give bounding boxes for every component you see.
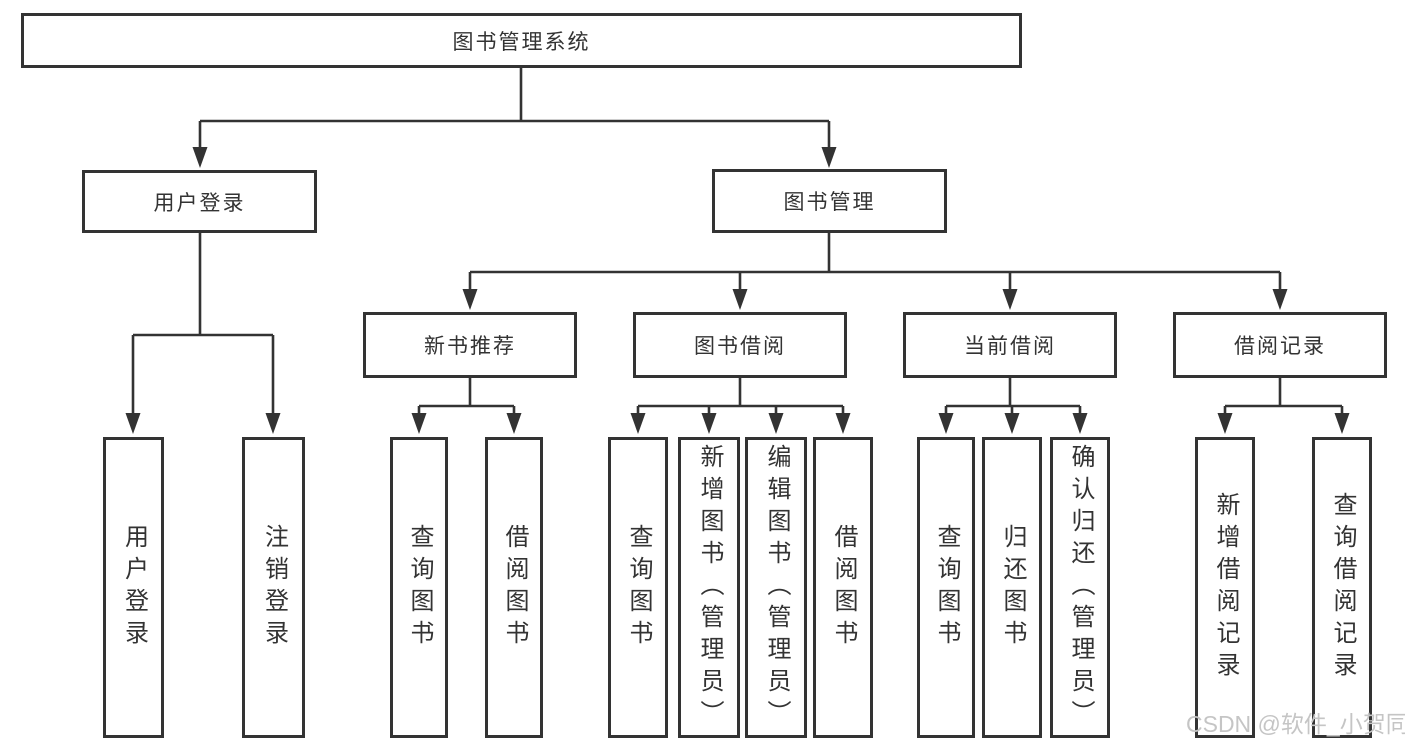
arrowhead-down-icon [732,289,748,310]
arrowhead-down-icon [462,289,478,310]
leaf-confirm-return-admin: 确认归还（管理员） [1050,437,1110,738]
node-label: 新书推荐 [424,335,516,358]
node-book-borrowing: 图书借阅 [633,312,847,378]
node-label: 借阅记录 [1234,335,1326,358]
leaf-query-books-borrow: 查询图书 [608,437,668,738]
arrowhead-down-icon [506,413,522,434]
node-borrowing-records: 借阅记录 [1173,312,1387,378]
arrowhead-down-icon [630,413,646,434]
leaf-add-books-admin: 新增图书（管理员） [678,437,740,738]
node-book-management: 图书管理 [712,169,947,233]
leaf-query-books-recommend: 查询图书 [390,437,448,738]
leaf-label: 用户登录 [120,523,148,652]
leaf-logout: 注销登录 [242,437,305,738]
leaf-label: 编辑图书（管理员） [763,443,790,732]
node-label: 当前借阅 [964,335,1056,358]
leaf-query-books-current: 查询图书 [917,437,975,738]
arrowhead-down-icon [1334,413,1350,434]
arrowhead-down-icon [192,147,208,168]
arrowhead-down-icon [265,413,281,434]
leaf-edit-books-admin: 编辑图书（管理员） [745,437,807,738]
node-label: 图书管理 [783,191,876,214]
node-label: 图书管理系统 [452,30,591,54]
leaf-label: 新增图书（管理员） [696,443,723,732]
leaf-user-login: 用户登录 [103,437,164,738]
leaf-label: 借阅图书 [830,523,857,652]
arrowhead-down-icon [1002,289,1018,310]
arrowhead-down-icon [701,413,717,434]
arrowhead-down-icon [835,413,851,434]
node-current-borrowing: 当前借阅 [903,312,1117,378]
node-library-system: 图书管理系统 [21,13,1022,68]
leaf-label: 查询图书 [933,523,960,652]
leaf-label: 确认归还（管理员） [1067,443,1094,732]
leaf-label: 查询图书 [406,523,433,652]
csdn-watermark: CSDN @软件_小贺同学 [1186,711,1405,737]
leaf-query-borrow-record: 查询借阅记录 [1312,437,1372,738]
arrowhead-down-icon [768,413,784,434]
node-user-login: 用户登录 [82,170,317,233]
leaf-label: 查询借阅记录 [1329,491,1356,684]
leaf-return-books: 归还图书 [982,437,1042,738]
arrowhead-down-icon [411,413,427,434]
node-label: 用户登录 [153,191,246,215]
leaf-label: 注销登录 [260,523,288,652]
arrowhead-down-icon [125,413,141,434]
arrowhead-down-icon [1272,289,1288,310]
leaf-add-borrow-record: 新增借阅记录 [1195,437,1255,738]
arrowhead-down-icon [1072,413,1088,434]
arrowhead-down-icon [1004,413,1020,434]
leaf-label: 归还图书 [999,523,1026,652]
node-label: 图书借阅 [694,335,786,358]
node-new-book-recommendation: 新书推荐 [363,312,577,378]
leaf-label: 新增借阅记录 [1212,491,1239,684]
arrowhead-down-icon [1217,413,1233,434]
leaf-label: 借阅图书 [501,523,528,652]
arrowhead-down-icon [821,147,837,168]
leaf-borrow-books: 借阅图书 [813,437,873,738]
leaf-borrow-books-recommend: 借阅图书 [485,437,543,738]
arrowhead-down-icon [938,413,954,434]
leaf-label: 查询图书 [625,523,652,652]
